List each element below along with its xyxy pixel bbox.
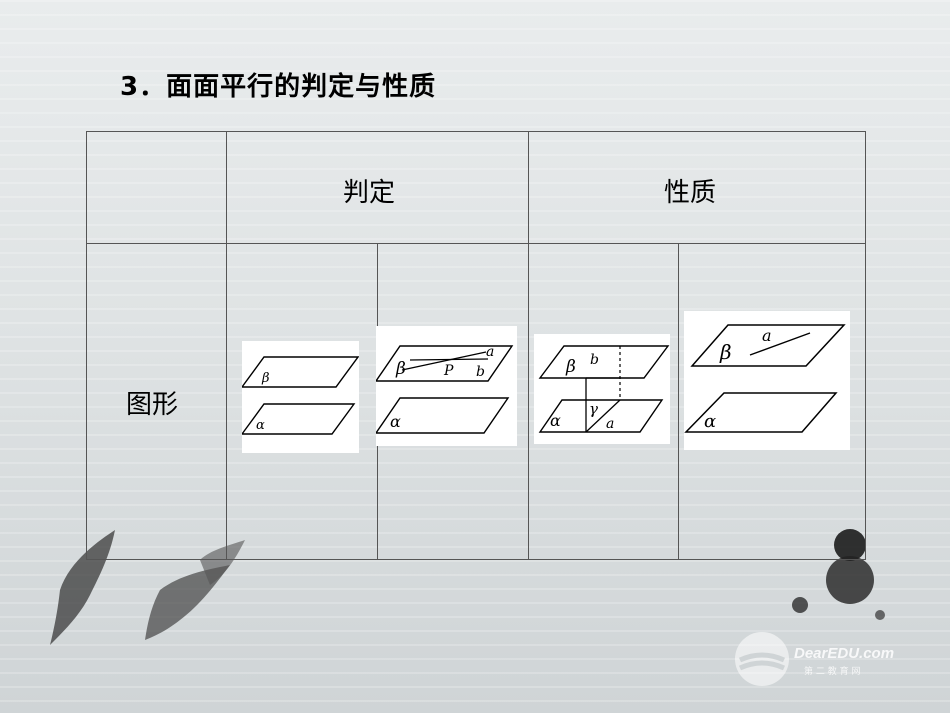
line-a-label: a bbox=[486, 344, 494, 360]
point-p-label: P bbox=[443, 363, 454, 379]
figure-third-plane-intersection: β b γ a α bbox=[534, 334, 670, 444]
table-divider bbox=[87, 243, 865, 244]
plane-alpha-label: α bbox=[390, 412, 401, 431]
header-judgement: 判定 bbox=[343, 178, 396, 208]
line-a-label: a bbox=[606, 416, 614, 432]
logo-subtitle-text: 第 二 教 育 网 bbox=[804, 665, 860, 677]
plane-alpha-label: α bbox=[256, 418, 265, 433]
slide-title: 3．面面平行的判定与性质 bbox=[120, 72, 437, 102]
plane-beta-label: β bbox=[261, 371, 270, 386]
table-divider bbox=[528, 132, 529, 559]
row-label-figure: 图形 bbox=[126, 390, 179, 420]
figure-parallel-planes: β α bbox=[242, 341, 359, 453]
line-a-label: a bbox=[762, 326, 772, 345]
table-divider bbox=[678, 243, 679, 559]
figure-line-in-parallel-plane: β a α bbox=[684, 311, 850, 450]
line-b-label: b bbox=[590, 352, 599, 368]
dearedu-logo: DearEDU.com 第 二 教 育 网 bbox=[730, 630, 920, 688]
figure-intersecting-lines-plane: β P a b α bbox=[376, 326, 517, 446]
table-divider bbox=[226, 132, 227, 559]
plane-alpha-label: α bbox=[550, 411, 561, 430]
plane-beta-label: β bbox=[395, 359, 406, 379]
line-b-label: b bbox=[476, 364, 485, 380]
header-property: 性质 bbox=[664, 178, 717, 208]
plane-beta-label: β bbox=[719, 340, 732, 364]
plane-beta-label: β bbox=[565, 357, 576, 377]
plane-alpha-label: α bbox=[704, 411, 716, 432]
fish-decoration bbox=[50, 530, 245, 645]
logo-brand-text: DearEDU.com bbox=[794, 645, 894, 662]
ink-blots-decoration bbox=[792, 529, 885, 620]
plane-gamma-label: γ bbox=[589, 400, 598, 418]
